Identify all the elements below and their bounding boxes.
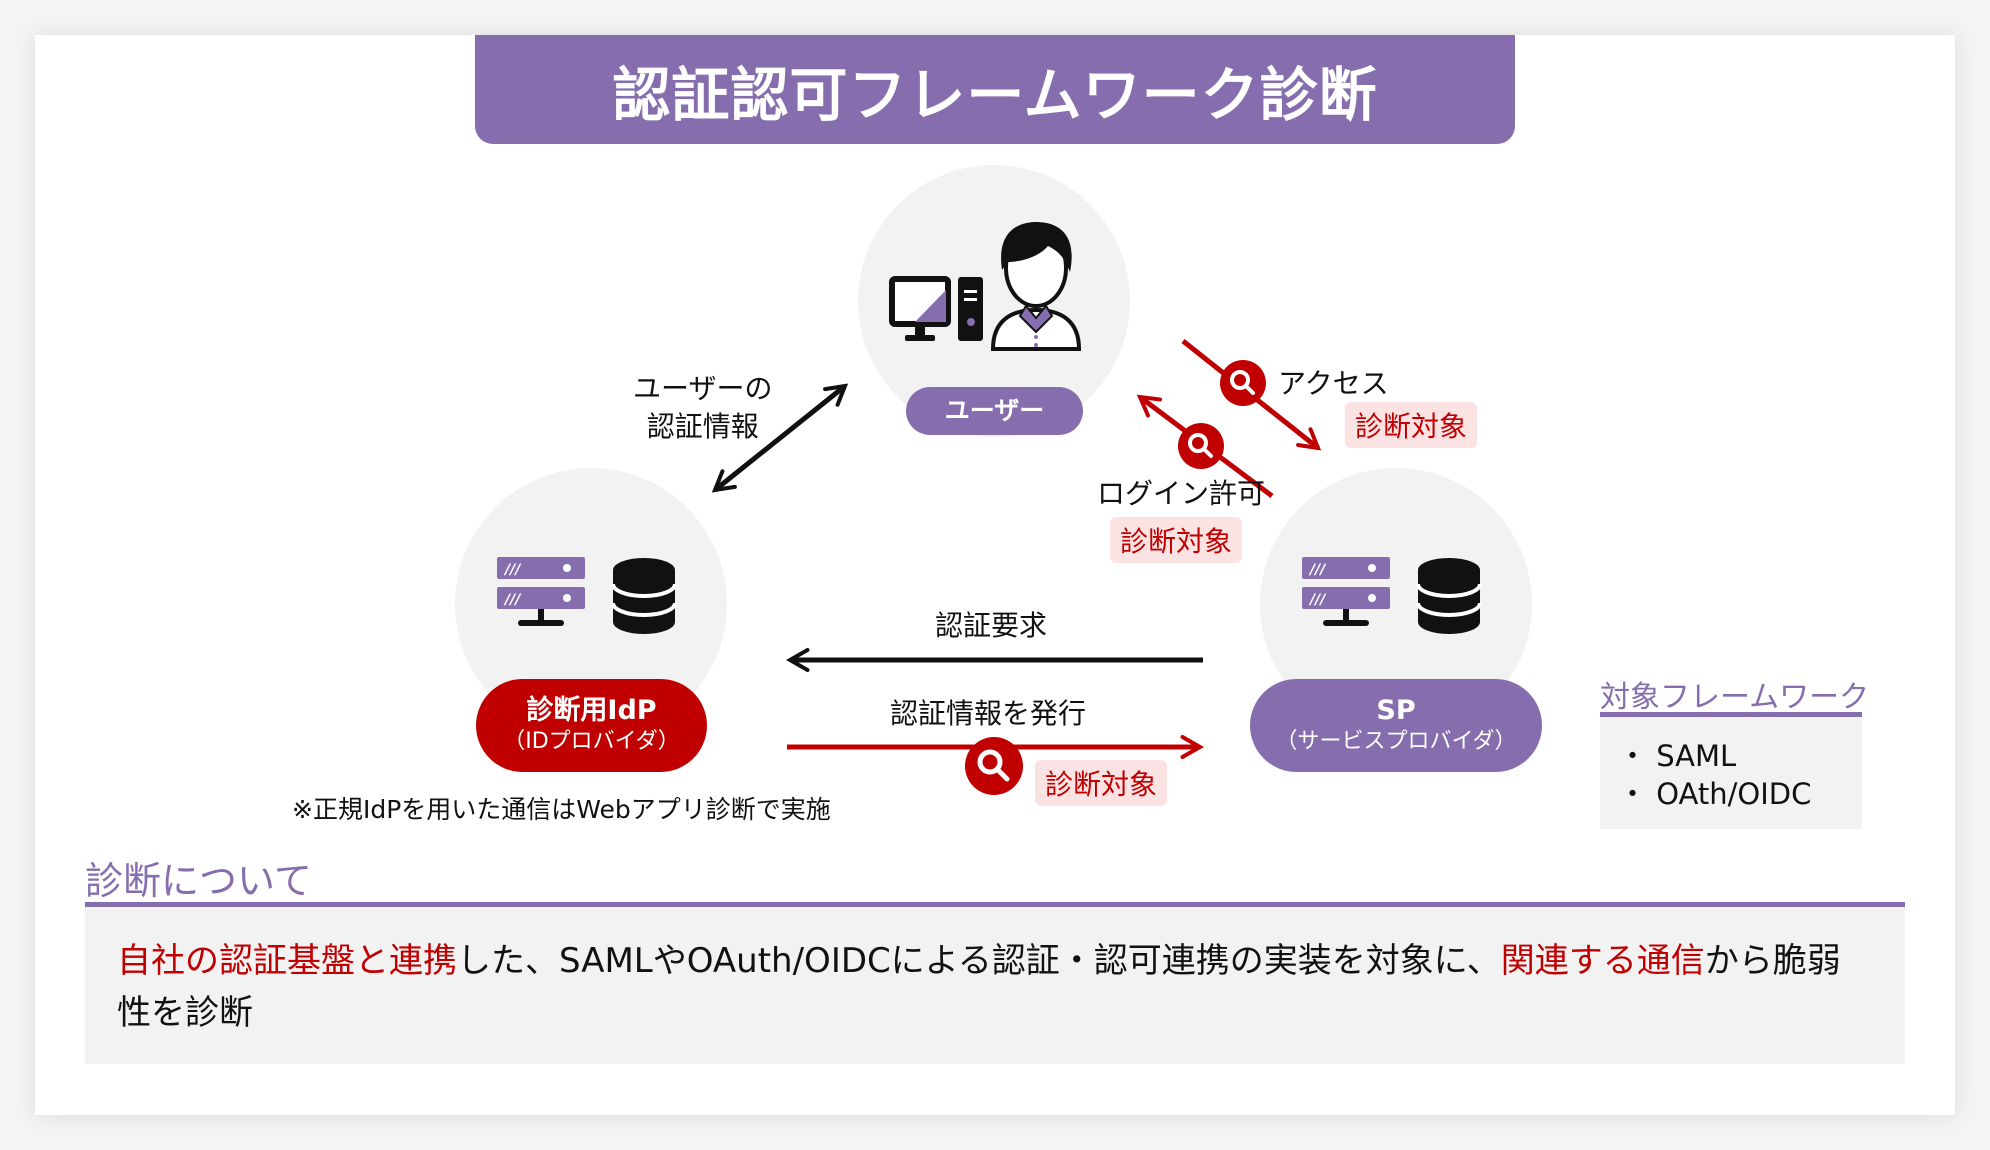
idp-sublabel: （IDプロバイダ）: [503, 729, 680, 755]
about-highlight: 関連する通信: [1500, 941, 1705, 981]
user-label: ユーザー: [944, 396, 1045, 426]
search-icon: [1178, 423, 1224, 469]
footnote: ※正規IdPを用いた通信はWebアプリ診断で実施: [292, 795, 831, 824]
access-target-tag: 診断対象: [1345, 402, 1478, 448]
user-idp-arrow: [711, 383, 849, 493]
user-credentials-label: ユーザーの 認証情報: [633, 370, 772, 446]
frameworks-divider: [1600, 712, 1862, 717]
user-node-label: ユーザー: [906, 387, 1083, 435]
login-permit-label: ログイン許可: [1097, 477, 1266, 510]
about-heading: 診断について: [85, 859, 312, 903]
idp-server-icon: /// ///: [497, 557, 585, 626]
search-icon: [965, 737, 1023, 795]
svg-text:///: ///: [503, 562, 522, 578]
user-credentials-line2: 認証情報: [646, 410, 759, 443]
frameworks-heading: 対象フレームワーク: [1600, 680, 1870, 715]
access-label: アクセス: [1278, 367, 1389, 400]
about-text: から脆弱性を診断: [117, 941, 1841, 1033]
sp-server-icon: /// ///: [1302, 557, 1390, 626]
svg-text:///: ///: [1308, 562, 1327, 578]
framework-item: ・ OAth/OIDC: [1618, 777, 1812, 811]
search-icon: [1220, 360, 1266, 406]
issue-credentials-target-tag: 診断対象: [1035, 760, 1168, 806]
page-title: 認証認可フレームワーク診断: [475, 35, 1515, 144]
idp-node-label: 診断用IdP （IDプロバイダ）: [476, 679, 707, 772]
sp-label: SP: [1376, 695, 1416, 727]
computer-icon: [889, 276, 983, 341]
login-permit-target-tag: 診断対象: [1110, 517, 1243, 563]
framework-item: ・ SAML: [1618, 739, 1737, 773]
person-icon: [990, 222, 1082, 351]
idp-database-icon: [611, 558, 677, 634]
sp-database-icon: [1416, 558, 1482, 634]
frameworks-list: ・ SAML ・ OAth/OIDC: [1600, 717, 1862, 829]
svg-text:///: ///: [1308, 592, 1327, 608]
about-divider: [85, 902, 1905, 907]
about-body: 自社の認証基盤と連携した、SAMLやOAuth/OIDCによる認証・認可連携の実…: [85, 907, 1905, 1064]
sp-node-label: SP （サービスプロバイダ）: [1250, 679, 1542, 772]
sp-sublabel: （サービスプロバイダ）: [1275, 729, 1517, 755]
auth-request-label: 認証要求: [935, 609, 1048, 642]
issue-credentials-label: 認証情報を発行: [890, 697, 1087, 730]
user-credentials-line1: ユーザーの: [633, 372, 773, 405]
svg-text:///: ///: [503, 592, 522, 608]
about-text: した、SAMLやOAuth/OIDCによる認証・認可連携の実装を対象に、: [457, 941, 1501, 981]
about-highlight: 自社の認証基盤と連携: [117, 941, 457, 981]
idp-label: 診断用IdP: [526, 695, 657, 727]
